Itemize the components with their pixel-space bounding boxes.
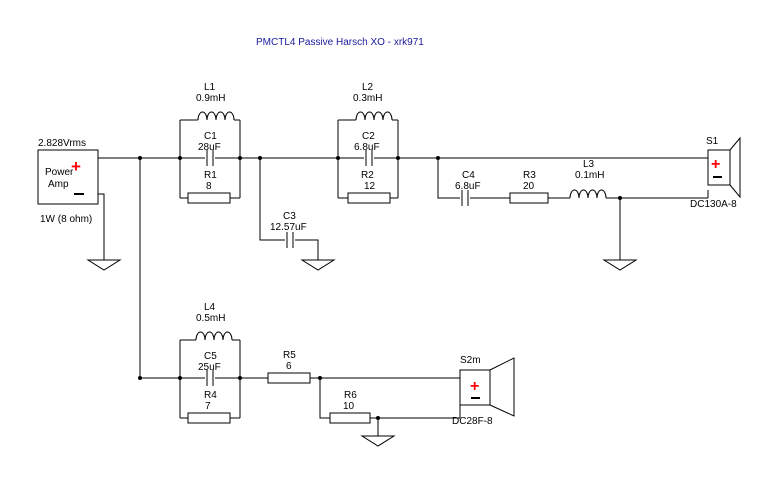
- L4-value: 0.5mH: [196, 313, 225, 324]
- power-amp-box: [37, 149, 99, 205]
- R5-value: 6: [286, 361, 292, 372]
- source-voltage-label: 2.828Vrms: [38, 138, 86, 149]
- R3-name: R3: [523, 170, 536, 181]
- s1-plus-icon: +: [711, 156, 720, 173]
- S2-model: DC28F-8: [452, 416, 493, 427]
- inductor-L4-icon[interactable]: [195, 331, 233, 341]
- wire-source-ground: [98, 193, 105, 260]
- s1-magnet: [707, 149, 731, 186]
- s1-minus-icon: [713, 176, 722, 178]
- resistor-R4-icon[interactable]: [187, 412, 231, 424]
- L3-value: 0.1mH: [575, 170, 604, 181]
- C5-value: 25uF: [198, 362, 221, 373]
- ground-c3-icon: [300, 259, 336, 271]
- power-amp-source[interactable]: 2.828Vrms Power Amp + 1W (8 ohm): [37, 138, 99, 225]
- wire-c4-left: [437, 158, 460, 199]
- R1-name: R1: [204, 170, 217, 181]
- junction-dot: [376, 416, 380, 420]
- junction-dot: [238, 376, 242, 380]
- junction-dot: [258, 156, 262, 160]
- network-3: L4 0.5mH C5 25uF R4 7: [140, 302, 268, 424]
- resistor-R6-icon[interactable]: [329, 412, 371, 424]
- source-minus-icon: [74, 193, 84, 195]
- L1-name: L1: [204, 82, 216, 93]
- C4-name: C4: [462, 170, 475, 181]
- L2-name: L2: [362, 82, 374, 93]
- R2-value: 12: [364, 181, 376, 192]
- wire-c3-left: [259, 158, 285, 241]
- C1-name: C1: [204, 131, 217, 142]
- schematic-title: PMCTL4 Passive Harsch XO - xrk971: [256, 37, 424, 48]
- resistor-R3-icon[interactable]: [509, 192, 549, 204]
- capacitor-C1-icon[interactable]: [206, 150, 214, 166]
- capacitor-C2-icon[interactable]: [365, 150, 373, 166]
- S1-model: DC130A-8: [690, 199, 737, 210]
- junction-dot: [178, 376, 182, 380]
- L2-value: 0.3mH: [353, 93, 382, 104]
- C2-value: 6.8uF: [354, 142, 380, 153]
- wire-r6-left: [319, 378, 330, 419]
- R6-name: R6: [344, 390, 357, 401]
- L4-name: L4: [204, 302, 216, 313]
- junction-dot: [138, 376, 142, 380]
- resistor-R1-icon[interactable]: [187, 192, 231, 204]
- inductor-L3-icon[interactable]: [569, 189, 607, 199]
- source-load-note: 1W (8 ohm): [40, 214, 92, 225]
- junction-dot: [178, 156, 182, 160]
- R5-name: R5: [283, 350, 296, 361]
- R3-value: 20: [523, 181, 535, 192]
- resistor-R5-icon[interactable]: [267, 372, 311, 384]
- speaker-S1[interactable]: + S1 DC130A-8: [690, 136, 741, 210]
- S2-name: S2m: [460, 355, 481, 366]
- source-plus-icon: +: [71, 157, 81, 176]
- junction-dot: [238, 156, 242, 160]
- C3-name: C3: [283, 211, 296, 222]
- S1-name: S1: [706, 136, 719, 147]
- C3-value: 12.57uF: [270, 222, 307, 233]
- s2-plus-icon: +: [470, 378, 479, 395]
- C1-value: 28uF: [198, 142, 221, 153]
- inductor-L2-icon[interactable]: [355, 111, 393, 121]
- inductor-L1-icon[interactable]: [197, 111, 235, 121]
- R2-name: R2: [361, 170, 374, 181]
- s1-cone-icon: [729, 136, 741, 199]
- R4-value: 7: [205, 401, 211, 412]
- C5-name: C5: [204, 351, 217, 362]
- R4-name: R4: [204, 390, 217, 401]
- R1-value: 8: [206, 181, 212, 192]
- junction-dot: [396, 156, 400, 160]
- C2-name: C2: [362, 131, 375, 142]
- s2-minus-icon: [471, 397, 480, 399]
- C4-value: 6.8uF: [455, 181, 481, 192]
- capacitor-C5-icon[interactable]: [206, 370, 214, 386]
- wire-c3-right: [295, 239, 319, 260]
- R6-value: 10: [343, 401, 355, 412]
- junction-dot: [138, 156, 142, 160]
- resistor-R2-icon[interactable]: [347, 192, 391, 204]
- junction-dots: [138, 156, 622, 420]
- capacitor-C4-icon[interactable]: [461, 190, 469, 206]
- s2-cone-icon: [489, 357, 515, 417]
- network-2: L2 0.3mH C2 6.8uF R2 12: [337, 82, 399, 204]
- junction-dot: [618, 196, 622, 200]
- ground-source-icon: [86, 259, 122, 271]
- speaker-S2[interactable]: + S2m DC28F-8: [452, 355, 515, 427]
- junction-dot: [318, 376, 322, 380]
- junction-dot: [436, 156, 440, 160]
- network-1: L1 0.9mH C1 28uF R1 8: [179, 82, 241, 204]
- capacitor-C3-icon[interactable]: [286, 232, 294, 248]
- L1-value: 0.9mH: [196, 93, 225, 104]
- junction-dot: [336, 156, 340, 160]
- power-amp-label-line2: Amp: [48, 179, 69, 190]
- L3-name: L3: [583, 159, 595, 170]
- s2-magnet: [459, 369, 491, 406]
- ground-s1-icon: [602, 259, 638, 271]
- power-amp-label-line1: Power: [45, 167, 74, 178]
- ground-s2-icon: [360, 435, 396, 447]
